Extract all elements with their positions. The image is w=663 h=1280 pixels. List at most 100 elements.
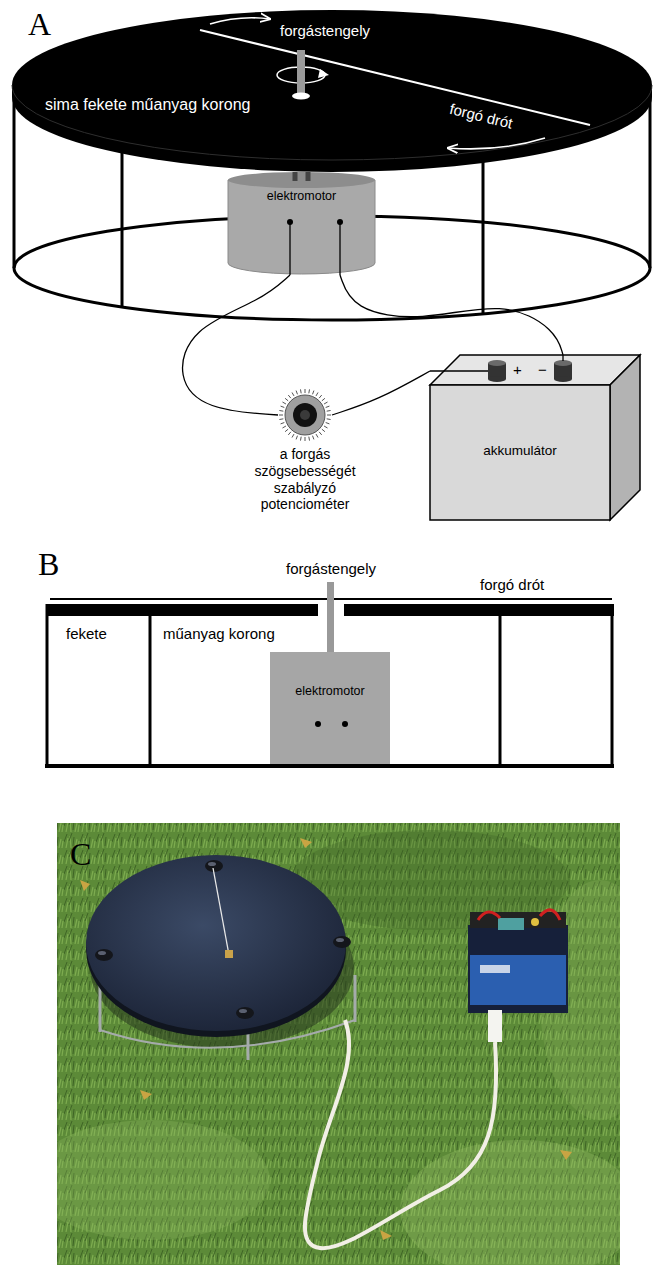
node-label: akkumulátor bbox=[430, 443, 610, 459]
terminal-dot bbox=[337, 219, 343, 225]
dial-tick bbox=[282, 426, 285, 428]
dial-tick bbox=[327, 418, 331, 420]
dial-tick bbox=[281, 406, 285, 407]
dial-tick bbox=[326, 423, 330, 424]
axis-label: forgástengely bbox=[280, 22, 370, 39]
terminal-lead bbox=[289, 222, 290, 275]
cable bbox=[305, 1020, 496, 1248]
dial-tick bbox=[288, 395, 291, 398]
dial-tick bbox=[279, 415, 283, 416]
node-label: elektromotor bbox=[228, 189, 375, 204]
rotation-axis-a bbox=[277, 50, 329, 100]
frame-leg bbox=[482, 158, 485, 314]
frame-leg bbox=[499, 616, 502, 766]
dial-tick bbox=[322, 429, 325, 432]
axis-label: forgástengely bbox=[286, 560, 376, 577]
dial-tick bbox=[308, 389, 310, 393]
rotating-wire bbox=[200, 30, 590, 125]
disc-top bbox=[86, 855, 346, 1031]
dial-tick bbox=[285, 398, 288, 401]
rotating-wire-a bbox=[200, 18, 590, 149]
electric-motor: elektromotor bbox=[228, 165, 375, 275]
battery-terminal bbox=[554, 376, 572, 382]
disc-top bbox=[12, 10, 652, 160]
dial-tick bbox=[285, 429, 288, 432]
dial-tick bbox=[308, 437, 310, 441]
dial-tick bbox=[327, 415, 331, 416]
grass-patch bbox=[57, 1120, 270, 1240]
axis-rod bbox=[297, 50, 305, 95]
suction-cups bbox=[95, 860, 351, 1019]
battery-top bbox=[430, 355, 640, 385]
disc-label: sima fekete műanyag korong bbox=[45, 96, 250, 114]
dial-tick bbox=[279, 418, 283, 420]
dial-tick bbox=[296, 436, 297, 440]
electric-motor-shape bbox=[228, 165, 375, 275]
dial-tick bbox=[300, 437, 302, 441]
disc-edge bbox=[12, 85, 652, 160]
battery-photo bbox=[468, 910, 568, 1042]
battery-front bbox=[430, 385, 610, 520]
dial-tick bbox=[326, 406, 330, 407]
dry-leaves bbox=[80, 838, 572, 1240]
black-disc bbox=[12, 10, 652, 172]
frame-leg bbox=[13, 95, 16, 268]
node-label: elektromotor bbox=[270, 684, 390, 699]
rotation-arrow bbox=[210, 18, 270, 24]
dial-tick bbox=[313, 436, 314, 440]
axis-rod bbox=[327, 582, 334, 654]
potentiometer-shape bbox=[278, 388, 332, 442]
frame-leg bbox=[611, 604, 614, 766]
dial-tick bbox=[322, 398, 325, 401]
terminal-lead bbox=[430, 370, 488, 371]
electric-motor: elektromotor bbox=[270, 652, 390, 764]
axis-hub bbox=[225, 950, 233, 958]
node-label: a forgás szögsebességét szabályzó potenc… bbox=[243, 446, 367, 513]
terminal-lead bbox=[339, 222, 340, 275]
motor-coupling bbox=[306, 172, 311, 181]
dial-tick bbox=[288, 432, 291, 435]
panel-letter: A bbox=[28, 6, 51, 43]
motor-top bbox=[228, 172, 375, 188]
panel-letter: C bbox=[70, 836, 91, 873]
terminal-dot bbox=[342, 721, 348, 727]
dial-tick bbox=[305, 389, 306, 393]
material-label: műanyag korong bbox=[163, 625, 275, 642]
motor-coupling bbox=[293, 172, 298, 181]
rotation-arrow bbox=[448, 138, 545, 149]
battery-side bbox=[610, 355, 640, 520]
battery: akkumulátor bbox=[430, 355, 642, 522]
battery-terminal bbox=[488, 376, 506, 382]
disc-section bbox=[46, 604, 318, 616]
wire bbox=[332, 371, 430, 415]
frame-leg bbox=[149, 616, 152, 766]
wire-label: forgó drót bbox=[480, 576, 544, 593]
terminal-sign: + bbox=[513, 361, 522, 378]
dial-tick bbox=[327, 410, 331, 412]
terminal-sign: − bbox=[538, 361, 547, 378]
frame-leg bbox=[121, 150, 124, 307]
knob bbox=[293, 403, 317, 427]
dial-ticks bbox=[279, 389, 331, 441]
motor-body bbox=[270, 652, 390, 764]
dial-tick bbox=[324, 426, 327, 428]
electric-motor-shape bbox=[270, 652, 390, 764]
potentiometer: a forgás szögsebességét szabályzó potenc… bbox=[278, 388, 332, 442]
dial-tick bbox=[296, 391, 297, 395]
wire bbox=[183, 275, 290, 415]
grass-patch bbox=[400, 1140, 620, 1265]
material-label: fekete bbox=[66, 625, 107, 642]
dial-tick bbox=[305, 437, 306, 441]
battery-terminal bbox=[488, 360, 506, 366]
dial-tick bbox=[316, 392, 318, 395]
frame-leg bbox=[649, 95, 652, 268]
rotating-wire bbox=[213, 868, 229, 955]
knob-ring bbox=[285, 395, 325, 435]
dial-tick bbox=[300, 389, 302, 393]
axis-arrowhead bbox=[318, 69, 329, 78]
frame-base bbox=[45, 764, 614, 768]
dial-tick bbox=[324, 402, 327, 404]
motor-body bbox=[228, 180, 375, 274]
wire bbox=[340, 275, 563, 355]
